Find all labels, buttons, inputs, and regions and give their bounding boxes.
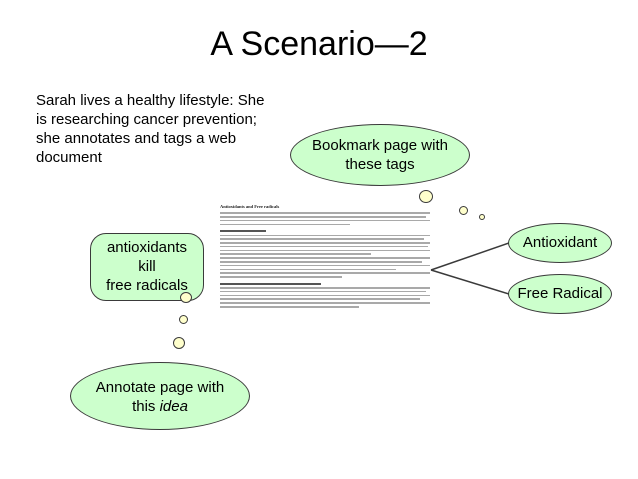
scenario-description: Sarah lives a healthy lifestyle: She is … xyxy=(36,92,265,166)
annotation-note-line-2: kill xyxy=(138,258,156,275)
document-text-line xyxy=(220,272,430,274)
annotate-bubble-line-1: Annotate page with xyxy=(95,379,225,396)
document-text-line xyxy=(220,212,430,214)
thought-dot xyxy=(459,206,468,215)
document-text-line xyxy=(220,268,397,271)
document-text-line xyxy=(220,260,422,263)
slide-title: A Scenario—2 xyxy=(210,25,428,63)
document-text-line xyxy=(220,305,359,308)
annotate-bubble-emphasis: idea xyxy=(159,398,188,415)
document-title: Antioxidants and Free radicals xyxy=(220,204,280,209)
document-text-line xyxy=(220,219,430,222)
bookmark-bubble-line-1: Bookmark page with xyxy=(312,137,448,154)
document-text-line xyxy=(220,287,430,289)
thought-dot xyxy=(180,292,192,303)
thought-dot xyxy=(173,337,185,349)
annotate-bubble-line-2: this idea xyxy=(71,397,249,416)
document-text-line xyxy=(220,242,430,244)
document-section-heading xyxy=(220,282,321,285)
annotation-note-line-3: free radicals xyxy=(106,277,188,294)
annotate-thought-bubble: Annotate page with this idea xyxy=(70,362,250,430)
web-document-thumbnail: Antioxidants and Free radicals xyxy=(220,204,430,350)
bookmark-thought-bubble: Bookmark page with these tags xyxy=(290,124,470,186)
tag-free-radical: Free Radical xyxy=(508,274,612,314)
document-text-line xyxy=(220,257,430,259)
bookmark-bubble-line-2: these tags xyxy=(345,156,415,173)
document-text-line xyxy=(220,298,420,300)
tag-antioxidant: Antioxidant xyxy=(508,223,612,263)
document-text-line xyxy=(220,215,426,218)
connector-line-free-radical xyxy=(430,269,510,295)
annotation-note-line-1: antioxidants xyxy=(106,239,188,256)
document-text-line xyxy=(220,302,430,304)
document-text-line xyxy=(220,276,342,278)
thought-dot xyxy=(479,214,485,220)
document-text-line xyxy=(220,253,372,255)
connector-line-antioxidant xyxy=(430,242,510,271)
document-text-line xyxy=(220,264,430,267)
document-section-heading xyxy=(220,230,267,233)
document-text-line xyxy=(220,234,430,237)
document-text-line xyxy=(220,290,426,293)
document-text-line xyxy=(220,238,424,240)
document-text-line xyxy=(220,294,430,297)
document-text-line xyxy=(220,223,351,226)
document-text-line xyxy=(220,245,428,248)
thought-dot xyxy=(179,315,188,324)
annotate-bubble-line-2-prefix: this xyxy=(132,398,160,415)
document-text-line xyxy=(220,249,430,252)
thought-dot xyxy=(419,190,433,203)
annotation-note: antioxidants kill free radicals xyxy=(90,233,204,301)
